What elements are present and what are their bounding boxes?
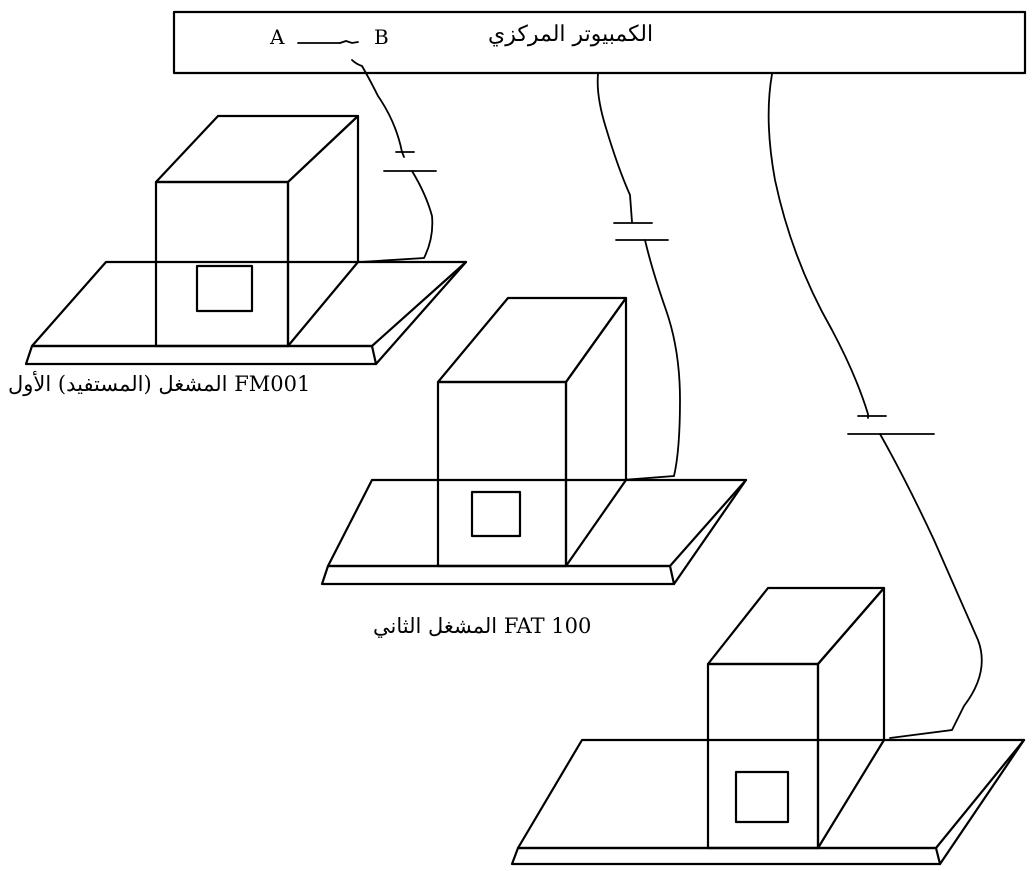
cable-operator-1 bbox=[351, 59, 437, 263]
port-b-label: B bbox=[374, 25, 389, 49]
cable-operator-2 bbox=[596, 73, 681, 481]
operator-2-terminal bbox=[320, 296, 748, 586]
operator-3-terminal bbox=[510, 586, 1026, 866]
central-computer-label: الكمبيوتر المركزي bbox=[488, 22, 654, 47]
cable-operator-3 bbox=[767, 73, 983, 739]
port-a-label: A bbox=[270, 25, 285, 49]
operator-1-terminal bbox=[24, 114, 468, 366]
port-connector bbox=[297, 40, 359, 44]
operator-2-label: المشغل الثاني FAT 100 bbox=[373, 614, 592, 638]
operator-1-label: المشغل (المستفيد) الأول FM001 bbox=[8, 372, 311, 396]
central-computer-box bbox=[172, 10, 1027, 75]
